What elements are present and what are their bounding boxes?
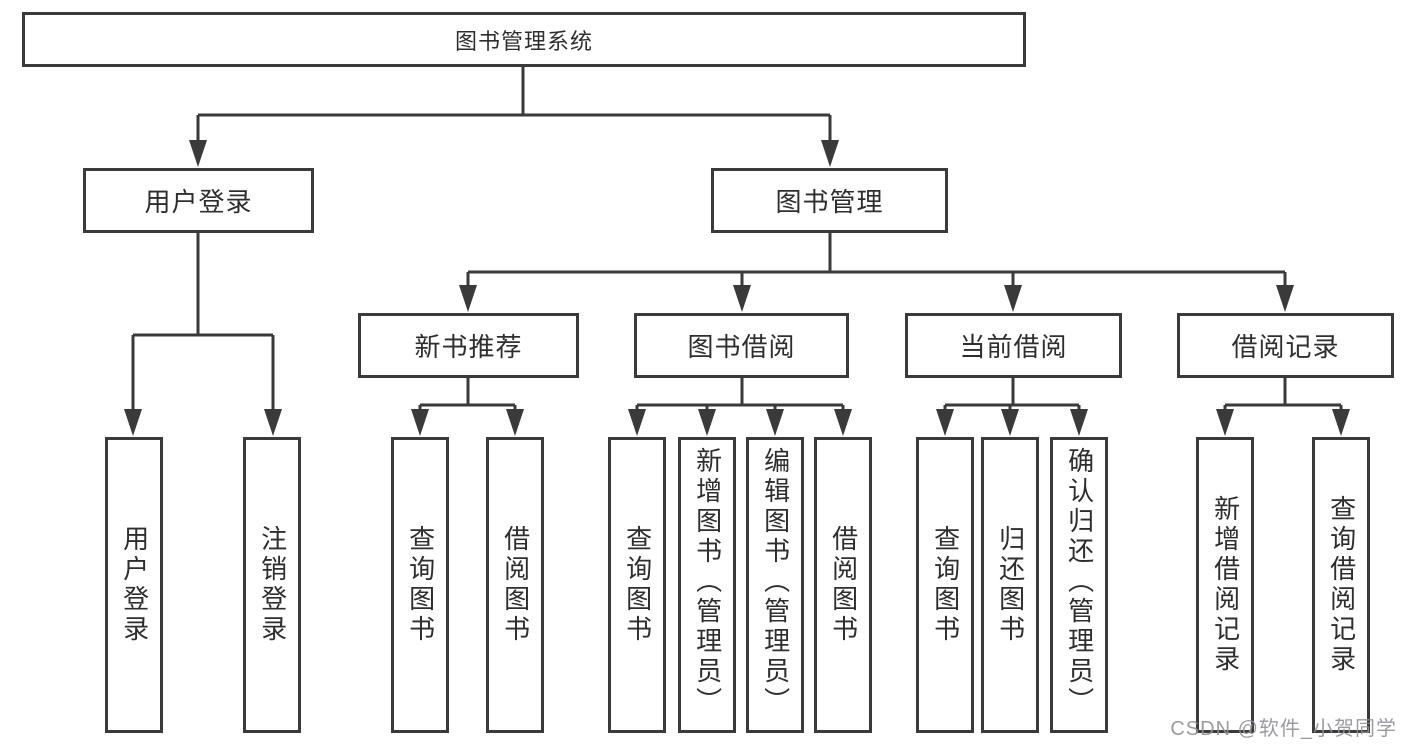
node-new-book-recommend: 新书推荐 — [358, 313, 579, 378]
node-user-login: 用户登录 — [83, 168, 314, 233]
node-book-management: 图书管理 — [711, 168, 948, 233]
leaf-label: 查询借阅记录 — [1326, 495, 1356, 675]
leaf-return-book: 归还图书 — [981, 437, 1039, 733]
leaf-label: 查询图书 — [405, 525, 435, 645]
leaf-add-book-admin: 新增图书（管理员） — [678, 437, 736, 733]
node-borrow-records: 借阅记录 — [1177, 313, 1394, 378]
arrowheads — [124, 140, 1350, 436]
node-root: 图书管理系统 — [22, 12, 1026, 67]
csdn-watermark: CSDN @软件_小贺同学 — [1170, 718, 1397, 740]
leaf-query-borrow-record: 查询借阅记录 — [1312, 437, 1370, 733]
leaf-label: 编辑图书（管理员） — [760, 447, 790, 717]
node-current-borrow: 当前借阅 — [905, 313, 1122, 378]
leaf-logout-login: 注销登录 — [243, 437, 301, 733]
leaf-user-login: 用户登录 — [105, 437, 163, 733]
leaf-query-book-recommend: 查询图书 — [391, 437, 449, 733]
leaf-borrow-book: 借阅图书 — [814, 437, 872, 733]
leaf-edit-book-admin: 编辑图书（管理员） — [746, 437, 804, 733]
node-book-borrow: 图书借阅 — [634, 313, 849, 378]
leaf-borrow-book-recommend: 借阅图书 — [486, 437, 544, 733]
leaf-label: 借阅图书 — [500, 525, 530, 645]
leaf-confirm-return-admin: 确认归还（管理员） — [1050, 437, 1108, 733]
leaf-label: 注销登录 — [257, 525, 287, 645]
leaf-label: 查询图书 — [622, 525, 652, 645]
leaf-label: 确认归还（管理员） — [1064, 447, 1094, 717]
leaf-label: 借阅图书 — [828, 525, 858, 645]
leaf-label: 新增图书（管理员） — [692, 447, 722, 717]
leaf-query-book-borrow: 查询图书 — [608, 437, 666, 733]
leaf-label: 新增借阅记录 — [1210, 495, 1240, 675]
leaf-label: 归还图书 — [995, 525, 1025, 645]
leaf-label: 查询图书 — [930, 525, 960, 645]
leaf-query-book-current: 查询图书 — [916, 437, 974, 733]
leaf-add-borrow-record: 新增借阅记录 — [1196, 437, 1254, 733]
leaf-label: 用户登录 — [119, 525, 149, 645]
